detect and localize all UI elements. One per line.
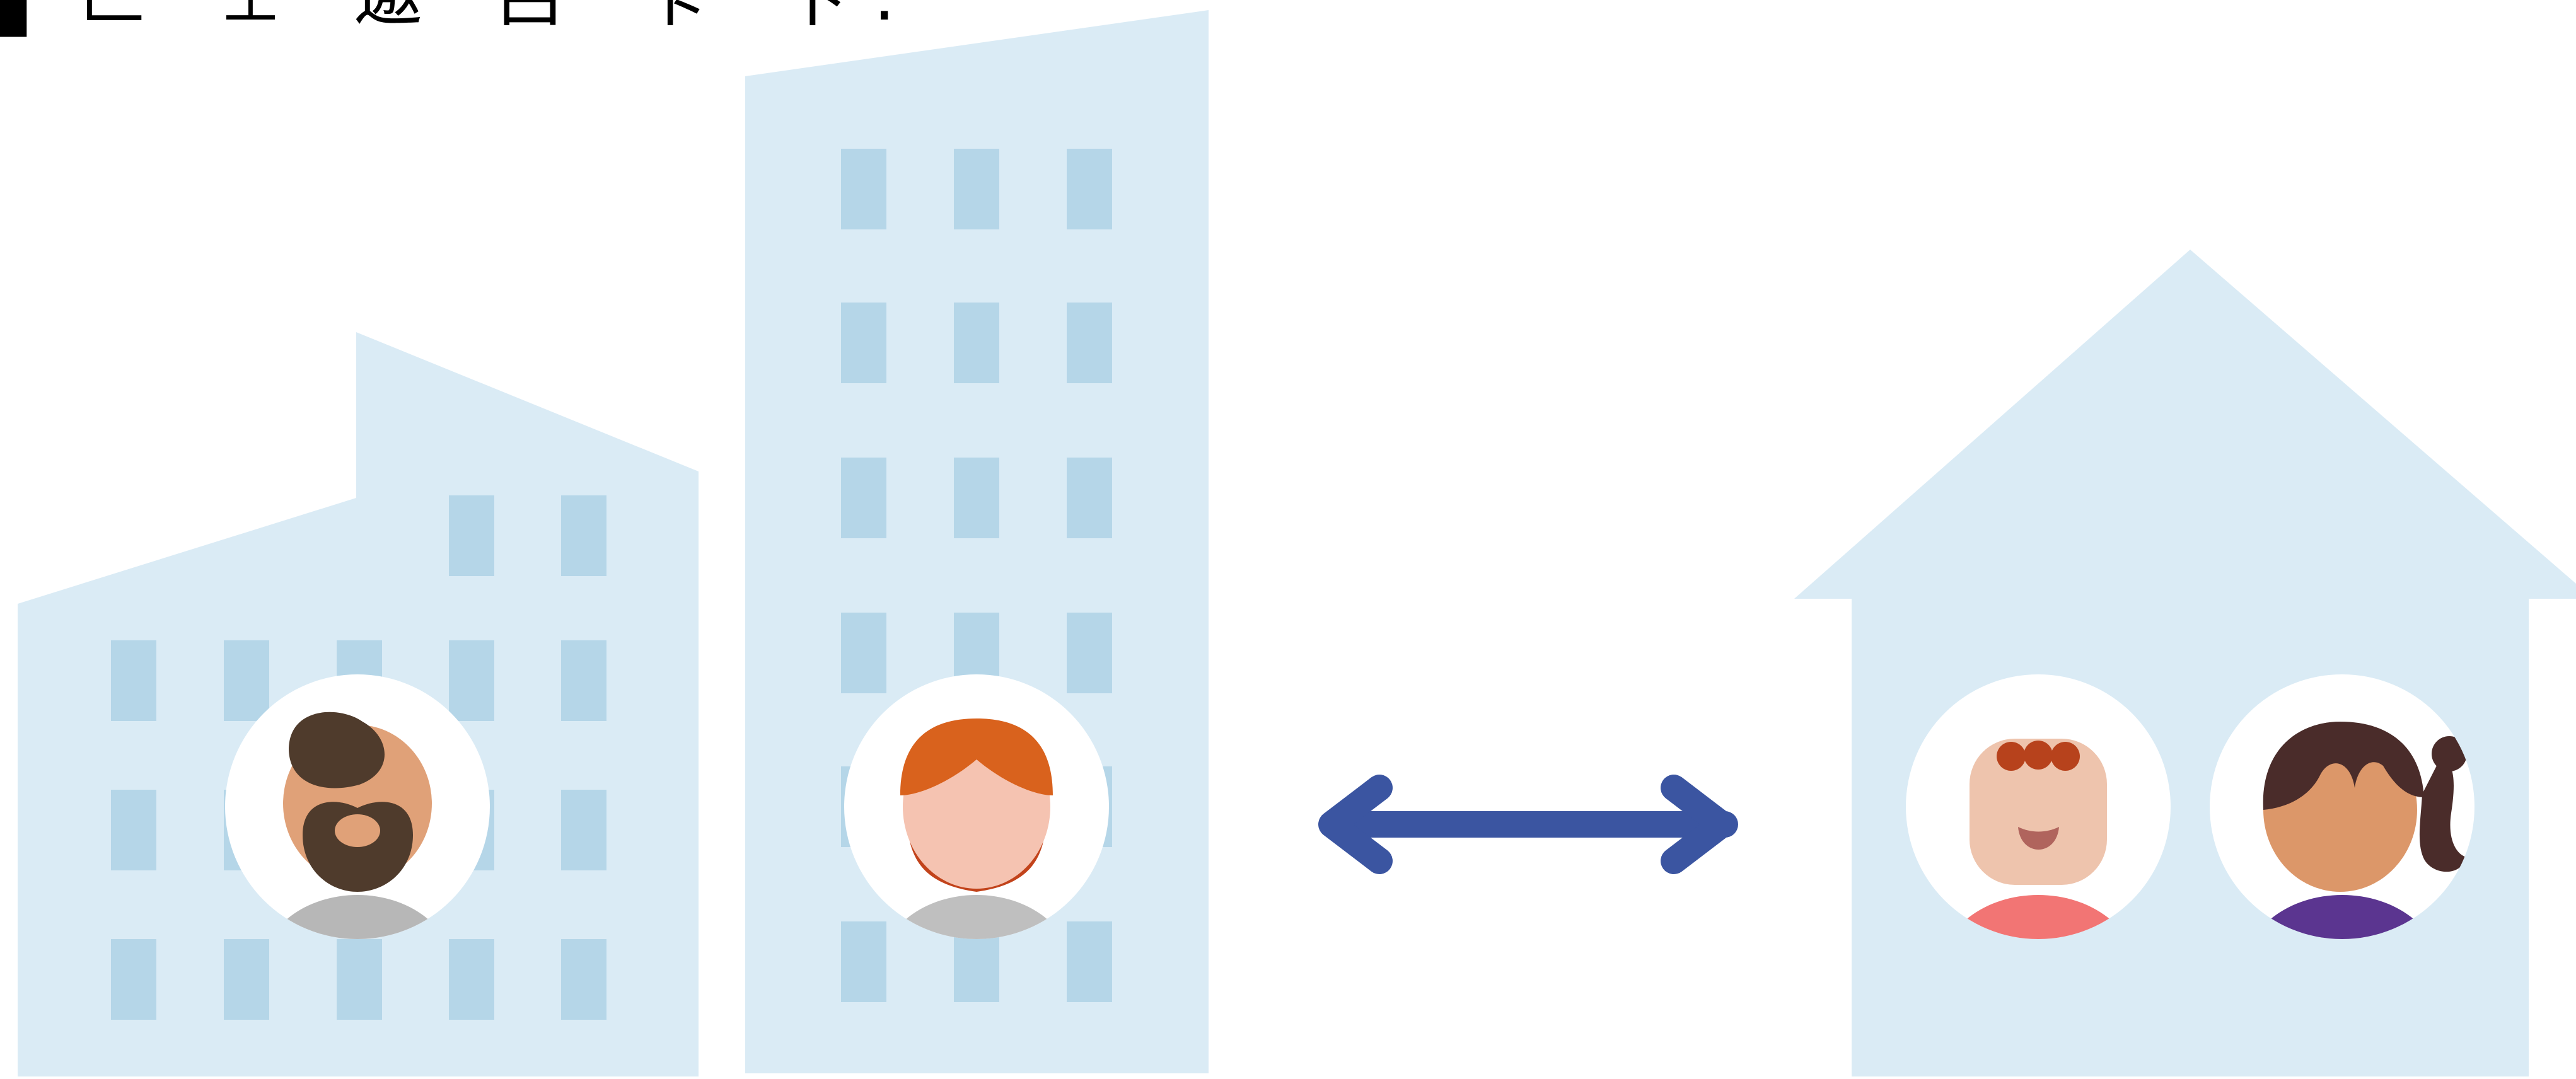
house <box>1794 250 2576 1076</box>
double-arrow-icon <box>1332 788 1725 861</box>
house-shape <box>1794 250 2576 1076</box>
